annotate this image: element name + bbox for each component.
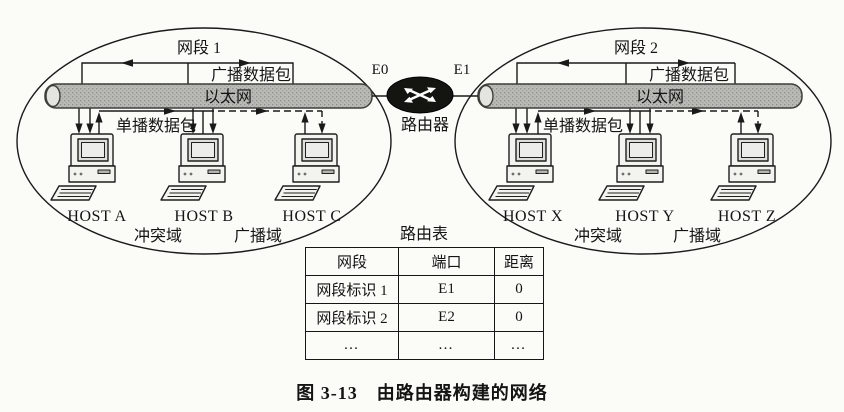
router-group	[372, 76, 478, 114]
arrow-left-icon	[121, 59, 133, 67]
arrow-down-icon	[754, 123, 762, 134]
arrow-up-icon	[95, 112, 103, 123]
unicast-path-right	[538, 107, 758, 115]
host-c-links	[301, 111, 326, 134]
arrow-down-icon	[626, 123, 634, 134]
host-y-computer-icon	[598, 133, 664, 201]
host-z-links	[737, 111, 762, 134]
figure-caption: 图 3-13 由路由器构建的网络	[296, 383, 548, 403]
router-label: 路由器	[401, 116, 449, 134]
arrow-down-icon	[318, 123, 326, 134]
unicast-packet-label-right: 单播数据包	[543, 117, 623, 135]
arrow-right-icon	[678, 59, 690, 67]
arrow-down-icon	[86, 123, 94, 134]
arrow-down-icon	[209, 123, 217, 134]
host-x-label: HOST X	[503, 208, 563, 225]
arrow-down-icon	[512, 123, 520, 134]
arrow-down-icon	[523, 123, 531, 134]
router-port-e1-label: E1	[454, 62, 471, 78]
ethernet-label-left: 以太网	[204, 88, 252, 106]
host-y-label: HOST Y	[615, 208, 674, 225]
routing-table-grid: 网段 端口 距离 网段标识 1 E1 0 网段标识 2 E2 0 … … …	[305, 247, 544, 360]
segment-1-boundary	[16, 27, 392, 255]
host-x-links	[512, 108, 542, 134]
arrow-down-icon	[75, 123, 83, 134]
host-b-label: HOST B	[174, 208, 233, 225]
ethernet-label-right: 以太网	[636, 88, 684, 106]
col-header-segment: 网段	[305, 247, 399, 276]
cell-segment-id: 网段标识 2	[305, 303, 399, 332]
table-row: … … …	[305, 331, 544, 360]
host-a-links	[75, 108, 103, 134]
pipe-cap-icon	[478, 84, 494, 108]
cell-port: …	[398, 331, 495, 360]
arrow-down-icon	[189, 123, 197, 134]
table-row: 网段标识 2 E2 0	[305, 303, 544, 332]
host-b-links	[189, 108, 217, 134]
segment-2-title: 网段 2	[614, 39, 658, 57]
segment-1-title: 网段 1	[177, 39, 221, 57]
host-a-label: HOST A	[67, 208, 126, 225]
arrow-up-icon	[301, 112, 309, 123]
broadcast-domain-label-left: 广播域	[234, 227, 282, 245]
host-z-label: HOST Z	[718, 208, 776, 225]
host-y-links	[626, 108, 654, 134]
segment-1-group	[16, 27, 392, 255]
segment-2-boundary	[454, 27, 832, 255]
cell-distance: 0	[494, 275, 544, 304]
router-arrows-icon	[404, 87, 436, 103]
collision-domain-label-right: 冲突域	[574, 227, 622, 245]
arrow-right-icon	[692, 107, 704, 115]
router-port-e0-label: E0	[372, 62, 389, 78]
segment-2-group	[454, 27, 832, 255]
cell-segment-id: …	[305, 331, 399, 360]
cell-port: E1	[398, 275, 495, 304]
broadcast-domain-label-right: 广播域	[673, 227, 721, 245]
arrow-up-icon	[737, 112, 745, 123]
unicast-path-left	[99, 107, 322, 115]
host-a-computer-icon	[50, 133, 116, 201]
arrow-right-icon	[164, 107, 176, 115]
arrow-right-icon	[584, 107, 596, 115]
col-header-distance: 距离	[494, 247, 544, 276]
collision-domain-label-left: 冲突域	[134, 227, 182, 245]
arrow-right-icon	[256, 107, 268, 115]
cell-distance: …	[494, 331, 544, 360]
broadcast-path-left	[81, 59, 294, 84]
routing-table-title: 路由表	[399, 226, 448, 243]
table-row: 网段标识 1 E1 0	[305, 275, 544, 304]
host-c-computer-icon	[274, 133, 340, 201]
unicast-packet-label-left: 单播数据包	[116, 117, 196, 135]
host-x-computer-icon	[488, 133, 554, 201]
routing-table: 路由表 网段 端口 距离 网段标识 1 E1 0 网段标识 2 E2 0 … ……	[305, 224, 544, 360]
arrow-right-icon	[239, 59, 251, 67]
host-b-computer-icon	[160, 133, 226, 201]
arrow-up-icon	[534, 112, 542, 123]
pipe-cap-icon	[45, 84, 61, 108]
col-header-port: 端口	[398, 247, 495, 276]
ethernet-bus-left	[44, 83, 373, 109]
arrow-left-icon	[557, 59, 569, 67]
broadcast-packet-label-right: 广播数据包	[649, 66, 729, 84]
cell-distance: 0	[494, 303, 544, 332]
arrow-down-icon	[646, 123, 654, 134]
cell-segment-id: 网段标识 1	[305, 275, 399, 304]
broadcast-path-right	[516, 59, 736, 84]
broadcast-packet-label-left: 广播数据包	[211, 66, 291, 84]
routing-table-header-row: 网段 端口 距离	[305, 247, 544, 276]
cell-port: E2	[398, 303, 495, 332]
host-c-label: HOST C	[282, 208, 341, 225]
host-z-computer-icon	[710, 133, 776, 201]
